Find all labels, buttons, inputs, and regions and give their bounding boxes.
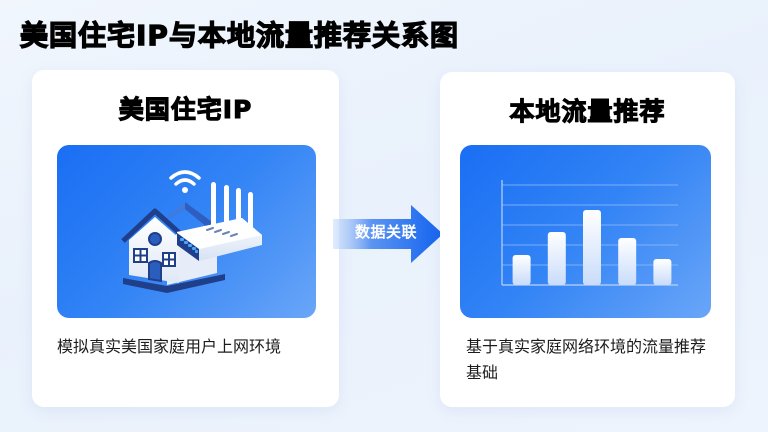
arrow-right-icon (333, 205, 443, 263)
local-traffic-description: 基于真实家庭网络环境的流量推荐基础 (466, 337, 707, 382)
wifi-icon (169, 170, 201, 186)
bar-chart-icon (501, 180, 678, 286)
chart-bar (583, 210, 601, 285)
residential-ip-illustration-panel (57, 145, 316, 318)
residential-ip-description: 模拟真实美国家庭用户上网环境 (57, 337, 282, 356)
data-association-label: 数据关联 (355, 223, 418, 241)
residential-ip-card: 美国住宅IP (32, 70, 339, 407)
chart-bar (512, 255, 531, 285)
chart-bar (618, 238, 637, 285)
local-traffic-title: 本地流量推荐 (509, 97, 666, 127)
residential-ip-title: 美国住宅IP (118, 95, 253, 125)
page-title: 美国住宅IP与本地流量推荐关系图 (19, 18, 459, 52)
local-traffic-card: 本地流量推荐 基于真实家庭网络环境的流量推荐基础 (440, 72, 735, 407)
house-router-icon (121, 170, 262, 293)
chart-bar (547, 232, 566, 285)
data-association-arrow: 数据关联 (333, 205, 445, 263)
local-traffic-chart-panel (460, 145, 711, 318)
chart-bar (653, 259, 672, 285)
